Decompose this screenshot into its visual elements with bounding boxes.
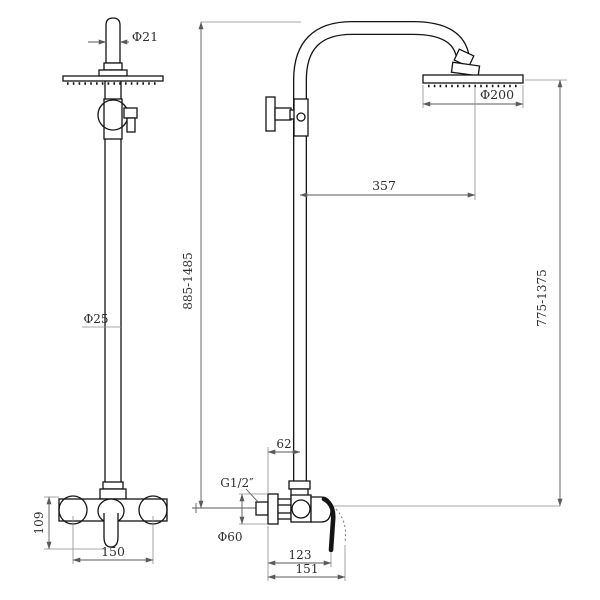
- side-head-flange: [450, 61, 481, 77]
- front-mixer-fitting-lower: [99, 488, 127, 500]
- dim-wall-to-riser-offset: 62: [267, 437, 301, 493]
- front-head-connector-upper: [103, 62, 123, 71]
- front-diverter-lever: [126, 117, 136, 133]
- riser-height-range-label: 775-1375: [535, 269, 549, 327]
- dim-escutcheon-diameter: Φ60: [217, 493, 267, 544]
- dim-shower-head-diameter: Φ200: [422, 85, 524, 108]
- valve-escutcheon: [267, 493, 279, 525]
- front-mixer-fitting-upper: [102, 481, 124, 490]
- dim-inlet-thread: G1/2″: [220, 476, 260, 504]
- side-valve: [255, 493, 347, 553]
- side-valve-handle: [321, 496, 336, 553]
- bracket-arm: [274, 107, 292, 121]
- shower-head-diameter-label: Φ200: [480, 87, 514, 102]
- dim-riser-height-range: 775-1375: [525, 79, 567, 507]
- bracket-screw: [296, 112, 306, 122]
- dim-inlet-center-distance: 150: [72, 516, 154, 564]
- front-head-connector-lower: [98, 69, 128, 77]
- side-view: [192, 21, 560, 553]
- dim-valve-height: 109: [32, 496, 106, 550]
- riser-pipe-diameter-label: Φ25: [83, 312, 108, 326]
- front-view: [58, 17, 168, 548]
- front-diverter-body: [103, 98, 123, 140]
- front-head-pipe: [105, 17, 121, 64]
- valve-inlet: [255, 501, 269, 516]
- dimension-annotations: Φ21 Φ25 109 150 Φ200: [32, 21, 567, 581]
- head-pipe-diameter-label: Φ21: [132, 29, 158, 44]
- valve-outlet-circle: [291, 499, 311, 519]
- side-valve-fitting-upper: [288, 480, 311, 490]
- bracket-wall-flange: [265, 96, 276, 132]
- head-center-offset-label: 357: [372, 178, 396, 193]
- total-height-range-label: 885-1485: [181, 252, 195, 310]
- dim-head-pipe-diameter: Φ21: [88, 29, 158, 45]
- dim-valve-depth: 123: [267, 526, 332, 581]
- valve-hex-nut: [277, 498, 292, 520]
- side-shower-head: [422, 74, 524, 84]
- front-mixer-handle: [103, 513, 119, 548]
- side-wall-bracket: [265, 96, 309, 137]
- dim-total-height-range: 885-1485: [181, 21, 301, 509]
- dim-handle-depth: 151: [267, 545, 346, 581]
- valve-depth-label: 123: [289, 548, 312, 562]
- wall-to-riser-offset-label: 62: [276, 437, 291, 451]
- bracket-clamp: [293, 98, 309, 137]
- dim-riser-pipe-diameter: Φ25: [82, 312, 121, 328]
- front-riser-pipe: [104, 79, 122, 484]
- side-gooseneck-riser: [293, 21, 472, 483]
- valve-height-label: 109: [32, 512, 46, 535]
- dim-head-center-offset: 357: [299, 87, 476, 200]
- inlet-thread-label: G1/2″: [220, 476, 254, 490]
- escutcheon-diameter-label: Φ60: [217, 530, 242, 544]
- front-diverter-lever-arm: [123, 107, 138, 119]
- handle-swing-arc: [335, 508, 347, 543]
- handle-depth-label: 151: [296, 562, 319, 576]
- front-shower-head: [62, 75, 164, 82]
- inlet-center-distance-label: 150: [101, 544, 125, 559]
